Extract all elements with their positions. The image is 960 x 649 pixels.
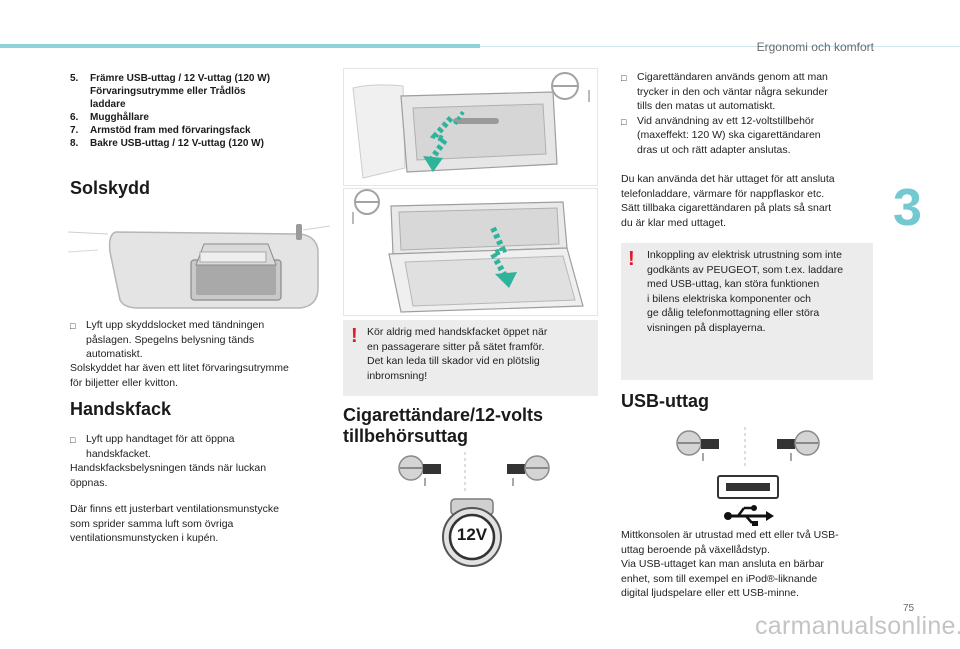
heading-usb: USB-uttag <box>621 391 709 411</box>
list-item: 8.Bakre USB-uttag / 12 V-uttag (120 W) <box>70 138 264 149</box>
lighter-usage-text: Du kan använda det här uttaget för att a… <box>621 173 835 229</box>
exclamation-icon: ! <box>351 325 358 347</box>
watermark: carmanualsonline.info <box>755 612 960 640</box>
usb-icon <box>717 475 779 526</box>
square-bullet-icon: □ <box>621 116 627 127</box>
warning-box-electrical: ! Inkoppling av elektrisk utrustning som… <box>621 243 873 380</box>
handskfack-text-2: Där finns ett justerbart ventilationsmun… <box>70 503 279 544</box>
square-bullet-icon: □ <box>70 435 76 445</box>
list-item: 6.Mugghållare <box>70 112 149 123</box>
list-item: 5. Främre USB-uttag / 12 V-uttag (120 W)… <box>70 73 271 110</box>
page-number: 75 <box>903 603 915 614</box>
usb-vehicle-variant-icons <box>676 427 820 467</box>
exclamation-icon: ! <box>628 248 635 270</box>
glovebox-closed-illustration <box>343 68 598 186</box>
square-bullet-icon: □ <box>70 321 76 331</box>
solskydd-text: Solskyddet har även ett litet förvarings… <box>70 362 289 389</box>
square-bullet-icon: □ <box>621 73 627 83</box>
usb-text: Mittkonsolen är utrustad med ett eller t… <box>621 529 839 599</box>
header-accent-bar <box>0 44 480 48</box>
list-item: 7.Armstöd fram med förvaringsfack <box>70 125 251 136</box>
section-title: Ergonomi och komfort <box>756 40 874 54</box>
header-rule <box>480 46 960 47</box>
vehicle-variant-icons <box>398 452 550 492</box>
glovebox-open-illustration <box>343 188 598 316</box>
12v-socket-icon: 12V <box>441 497 503 569</box>
legend-list: 5. Främre USB-uttag / 12 V-uttag (120 W)… <box>70 72 325 150</box>
chapter-number: 3 <box>893 179 922 237</box>
sun-visor-illustration <box>68 224 330 309</box>
socket-label: 12V <box>456 525 488 544</box>
heading-solskydd: Solskydd <box>70 178 151 198</box>
heading-handskfack: Handskfack <box>70 399 172 419</box>
